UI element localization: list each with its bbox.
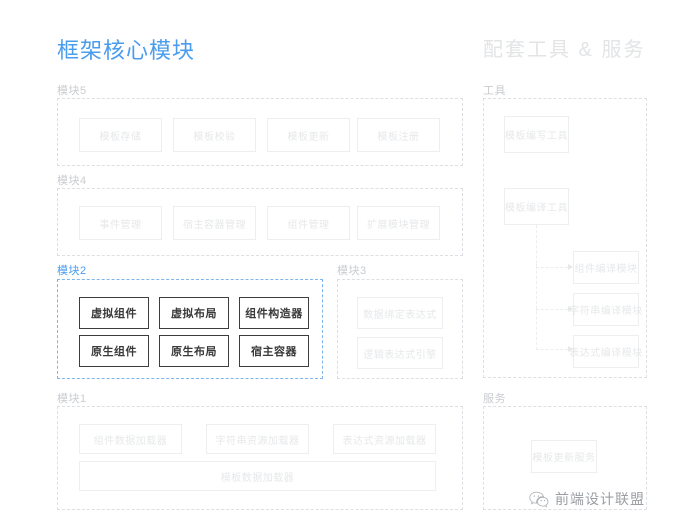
group-container-module3 (337, 279, 463, 379)
group-container-tools (483, 98, 647, 378)
group-container-module4 (57, 188, 463, 256)
node-template-authoring-tool[interactable]: 模板编写工具 (504, 116, 569, 153)
left-panel-title: 框架核心模块 (57, 38, 196, 63)
node-logic-expression-engine[interactable]: 逻辑表达式引擎 (357, 337, 443, 369)
group-container-module1 (57, 406, 463, 510)
node-component-data-loader[interactable]: 组件数据加载器 (79, 424, 182, 454)
node-native-layout[interactable]: 原生布局 (159, 335, 229, 367)
connector-branch-1 (536, 267, 568, 268)
node-template-update[interactable]: 模板更新 (267, 118, 350, 152)
node-template-validate[interactable]: 模板校验 (173, 118, 256, 152)
node-template-register[interactable]: 模板注册 (357, 118, 440, 152)
node-component-builder[interactable]: 组件构造器 (239, 297, 309, 329)
node-virtual-layout[interactable]: 虚拟布局 (159, 297, 229, 329)
group-label-module1: 模块1 (57, 393, 87, 405)
arrow-head-1 (568, 264, 573, 270)
group-label-module3: 模块3 (337, 265, 367, 277)
right-panel-title: 配套工具 & 服务 (483, 39, 646, 61)
group-label-module2: 模块2 (57, 265, 87, 277)
node-expression-resource-loader[interactable]: 表达式资源加载器 (333, 424, 436, 454)
group-label-module4: 模块4 (57, 175, 87, 187)
group-container-module5 (57, 98, 463, 166)
node-data-binding-expression[interactable]: 数据绑定表达式 (357, 297, 443, 329)
connector-tick-2 (536, 306, 537, 311)
connector-branch-2 (536, 309, 568, 310)
node-string-compile-module[interactable]: 字符串编译模块 (569, 293, 642, 326)
node-string-resource-loader[interactable]: 字符串资源加载器 (206, 424, 309, 454)
node-template-compile-tool[interactable]: 模板编译工具 (504, 188, 569, 225)
group-label-tools: 工具 (483, 85, 506, 97)
group-container-services (483, 406, 647, 510)
group-label-services: 服务 (483, 393, 506, 405)
node-component-compile-module[interactable]: 组件编译模块 (573, 251, 639, 284)
watermark-text: 前端设计联盟 (555, 491, 645, 507)
node-virtual-component[interactable]: 虚拟组件 (79, 297, 149, 329)
node-template-data-loader[interactable]: 模板数据加载器 (79, 461, 436, 491)
node-expression-compile-module[interactable]: 表达式编译模块 (569, 335, 642, 368)
node-component-management[interactable]: 组件管理 (267, 206, 350, 240)
node-event-management[interactable]: 事件管理 (79, 206, 162, 240)
node-extension-module-management[interactable]: 扩展模块管理 (357, 206, 440, 240)
connector-branch-3 (536, 349, 568, 350)
node-native-component[interactable]: 原生组件 (79, 335, 149, 367)
arrow-head-3 (568, 346, 573, 352)
node-template-storage[interactable]: 模板存储 (79, 118, 162, 152)
node-template-update-service[interactable]: 模板更新服务 (531, 440, 597, 473)
connector-trunk-vertical (536, 225, 537, 350)
watermark: 前端设计联盟 (529, 489, 645, 509)
node-host-container[interactable]: 宿主容器 (239, 335, 309, 367)
wechat-icon (529, 491, 549, 508)
connector-tick-1 (536, 264, 537, 269)
node-host-container-management[interactable]: 宿主容器管理 (173, 206, 256, 240)
group-label-module5: 模块5 (57, 85, 87, 97)
group-container-module2 (57, 279, 323, 379)
arrow-head-2 (568, 306, 573, 312)
